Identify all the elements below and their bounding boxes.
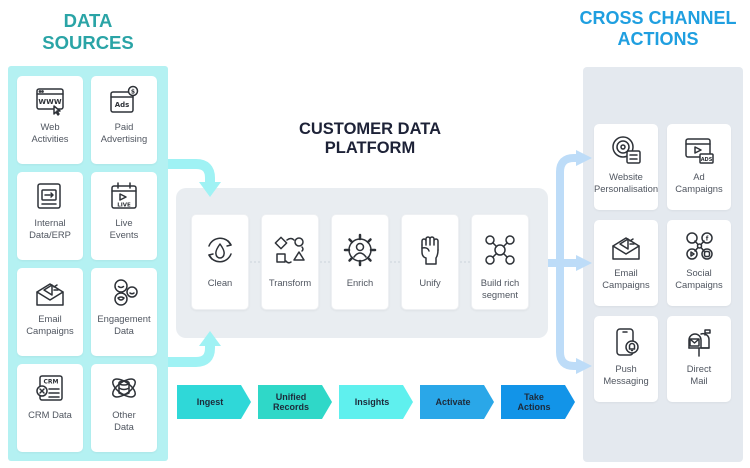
pipeline-ingest[interactable]: Ingest bbox=[196, 396, 224, 407]
channel-ad-campaigns[interactable]: ADS Ad Campaigns bbox=[667, 124, 731, 210]
cdp-step-build-rich-segment[interactable]: Build rich segment bbox=[471, 214, 529, 310]
cdp-step-clean[interactable]: Clean bbox=[191, 214, 249, 310]
data-source-paid-advertising[interactable]: Ads $ Paid Advertising bbox=[91, 76, 157, 164]
data-source-engagement-data[interactable]: Engagement Data bbox=[91, 268, 157, 356]
cdp-heading: CUSTOMER DATA PLATFORM bbox=[298, 120, 442, 158]
web-browser-icon: WWW bbox=[36, 88, 64, 116]
data-source-label: Live Events bbox=[109, 217, 139, 241]
cdp-step-label: Transform bbox=[268, 277, 312, 288]
channel-label: Direct Mail bbox=[686, 363, 712, 387]
data-source-label: Email Campaigns bbox=[26, 313, 74, 337]
pipeline-activate[interactable]: Activate bbox=[435, 396, 471, 407]
drop-cycle-icon bbox=[208, 237, 232, 263]
social-network-icon: f bbox=[686, 232, 713, 260]
database-window-icon bbox=[37, 183, 61, 209]
user-network-icon bbox=[485, 235, 515, 265]
data-source-label: CRM Data bbox=[28, 409, 72, 420]
data-source-label: Engagement Data bbox=[97, 313, 151, 337]
svg-text:LIVE: LIVE bbox=[117, 203, 131, 209]
data-source-label: Internal Data/ERP bbox=[29, 217, 71, 241]
target-dashboard-icon bbox=[612, 136, 641, 164]
data-orbit-icon bbox=[112, 378, 136, 398]
channel-label: Push Messaging bbox=[603, 363, 649, 387]
pipeline-insights[interactable]: Insights bbox=[354, 396, 390, 407]
pipeline-unified-records[interactable]: Unified Records bbox=[272, 391, 309, 412]
channel-social-campaigns[interactable]: f Social Campaigns bbox=[667, 220, 731, 306]
video-ads-icon: ADS bbox=[685, 138, 714, 164]
data-source-other-data[interactable]: Other Data bbox=[91, 364, 157, 452]
cdp-step-label: Build rich segment bbox=[480, 277, 520, 301]
cdp-step-label: Clean bbox=[207, 277, 233, 288]
data-source-label: Paid Advertising bbox=[100, 121, 148, 145]
reactions-icon bbox=[114, 279, 138, 306]
raised-fist-icon bbox=[421, 236, 439, 265]
channel-email-campaigns[interactable]: Email Campaigns bbox=[594, 220, 658, 306]
data-source-label: Other Data bbox=[112, 409, 136, 433]
cdp-step-transform[interactable]: Transform bbox=[261, 214, 319, 310]
svg-text:$: $ bbox=[131, 89, 135, 96]
data-source-crm-data[interactable]: CRM CRM Data bbox=[17, 364, 83, 452]
data-sources-heading: DATA SOURCES bbox=[42, 10, 134, 53]
megaphone-mail-icon bbox=[612, 237, 640, 260]
data-source-email-campaigns[interactable]: Email Campaigns bbox=[17, 268, 83, 356]
data-source-web-activities[interactable]: WWW Web Activities bbox=[17, 76, 83, 164]
svg-text:Ads: Ads bbox=[115, 101, 130, 109]
cross-channel-heading: CROSS CHANNEL ACTIONS bbox=[579, 8, 737, 50]
data-source-label: Web Activities bbox=[31, 121, 69, 145]
channel-website-personalisation[interactable]: Website Personalisation bbox=[594, 124, 658, 210]
svg-text:CRM: CRM bbox=[44, 379, 59, 386]
crm-icon: CRM bbox=[36, 375, 63, 401]
cdp-step-unify[interactable]: Unify bbox=[401, 214, 459, 310]
channel-label: Ad Campaigns bbox=[675, 171, 723, 195]
channel-push-messaging[interactable]: Push Messaging bbox=[594, 316, 658, 402]
outflow-arrows bbox=[548, 154, 578, 370]
svg-text:WWW: WWW bbox=[38, 98, 61, 106]
channel-label: Website Personalisation bbox=[593, 171, 659, 195]
channel-label: Email Campaigns bbox=[602, 267, 650, 291]
data-source-internal-data-erp[interactable]: Internal Data/ERP bbox=[17, 172, 83, 260]
channel-label: Social Campaigns bbox=[675, 267, 723, 291]
pipeline-take-actions[interactable]: Take Actions bbox=[517, 391, 551, 412]
mailbox-icon bbox=[688, 329, 711, 357]
svg-text:ADS: ADS bbox=[701, 157, 713, 163]
channel-direct-mail[interactable]: Direct Mail bbox=[667, 316, 731, 402]
cdp-step-enrich[interactable]: Enrich bbox=[331, 214, 389, 310]
phone-notification-icon bbox=[616, 328, 639, 356]
megaphone-mail-icon bbox=[36, 283, 64, 306]
data-source-live-events[interactable]: LIVE Live Events bbox=[91, 172, 157, 260]
shapes-cycle-icon bbox=[274, 236, 305, 264]
live-calendar-icon: LIVE bbox=[111, 182, 137, 209]
svg-text:f: f bbox=[706, 236, 709, 243]
user-gear-icon bbox=[343, 233, 377, 267]
ads-icon: Ads $ bbox=[110, 85, 139, 113]
cdp-step-label: Unify bbox=[419, 277, 441, 288]
cdp-step-label: Enrich bbox=[346, 277, 374, 288]
